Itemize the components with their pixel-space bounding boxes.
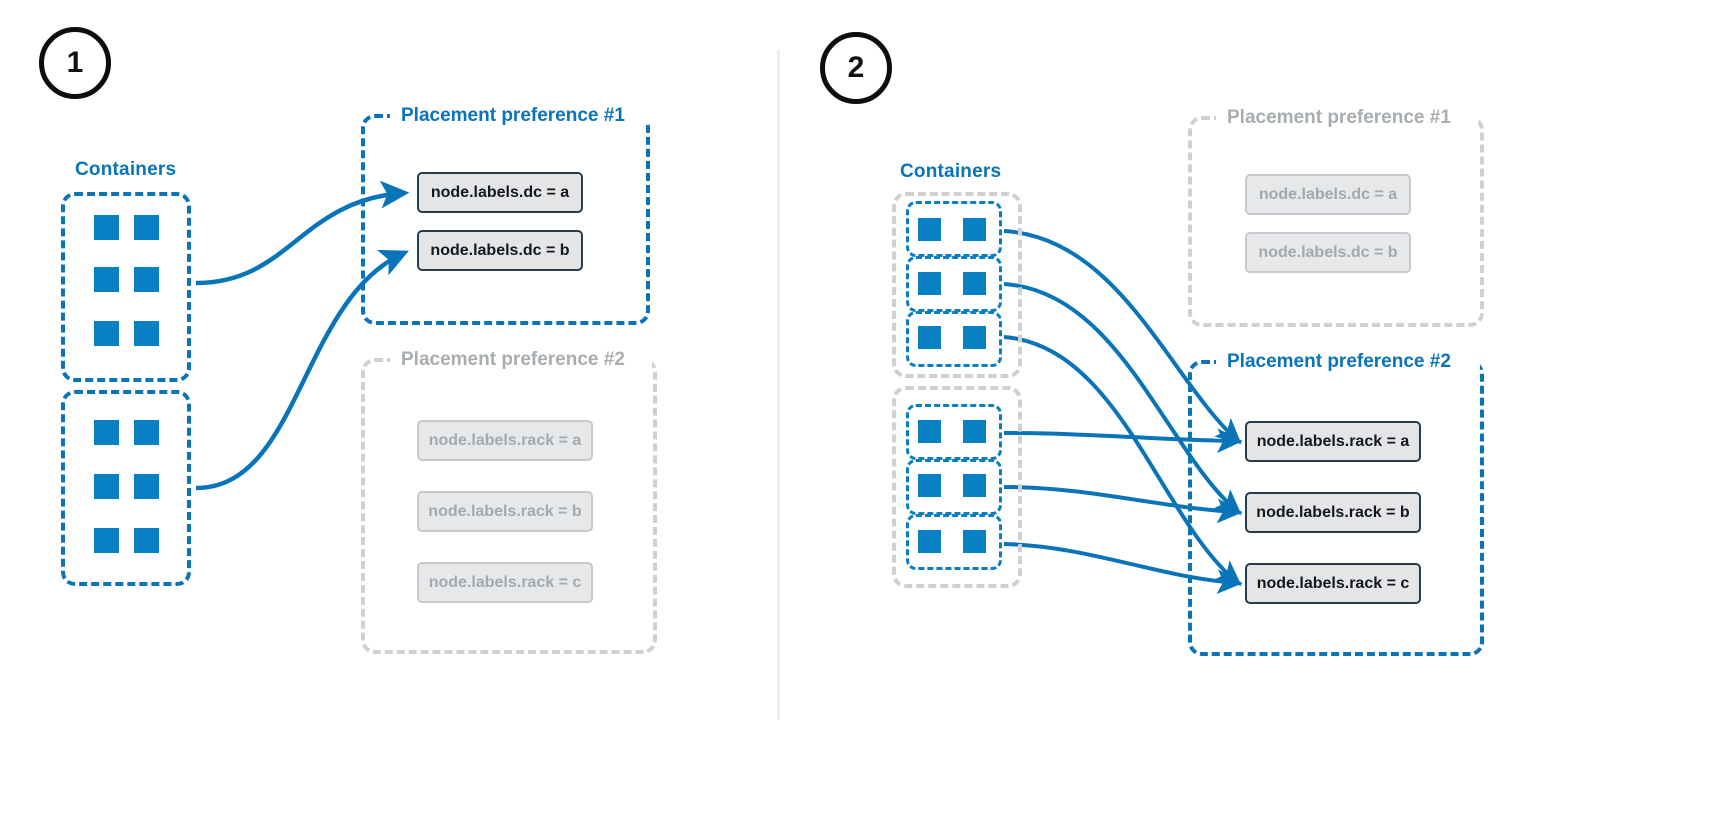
panel-2-chip-dc-b[interactable]: node.labels.dc = b [1245, 232, 1411, 273]
container-square [134, 267, 159, 292]
panel-1-preference-1-box [361, 114, 650, 325]
panel-2-preference-1-box [1188, 116, 1484, 327]
panel-2-preference-1-title: Placement preference #1 [1227, 107, 1451, 128]
container-square [918, 218, 941, 241]
panel-2-chip-rack-c[interactable]: node.labels.rack = c [1245, 563, 1421, 604]
container-square [134, 528, 159, 553]
container-square [94, 321, 119, 346]
container-square [963, 420, 986, 443]
step-badge-1-label: 1 [66, 46, 84, 79]
container-square [963, 326, 986, 349]
panel-2-preference-2-title-gap [1216, 352, 1480, 370]
panel-1-preference-2-title-gap [390, 350, 652, 368]
panel-1-preference-1-title: Placement preference #1 [401, 105, 625, 126]
container-square [963, 474, 986, 497]
panel-2-chip-rack-b[interactable]: node.labels.rack = b [1245, 492, 1421, 533]
container-square [134, 420, 159, 445]
panel-2-preference-2-title: Placement preference #2 [1227, 351, 1451, 372]
panel-2-container-row-3 [906, 311, 1002, 367]
step-badge-2: 2 [820, 32, 892, 104]
container-square [94, 267, 119, 292]
container-square [134, 474, 159, 499]
panel-1-chip-dc-b[interactable]: node.labels.dc = b [417, 230, 583, 271]
container-square [918, 326, 941, 349]
container-square [963, 530, 986, 553]
panel-2-container-row-2 [906, 256, 1002, 312]
panel-divider [777, 50, 780, 720]
panel-1-preference-2-title: Placement preference #2 [401, 349, 625, 370]
container-square [963, 272, 986, 295]
panel-2-containers-label: Containers [900, 161, 1002, 182]
panel-1-chip-rack-c[interactable]: node.labels.rack = c [417, 562, 593, 603]
panel-2-container-group-2 [892, 386, 1022, 588]
container-square [918, 474, 941, 497]
panel-2-preference-1-title-gap [1216, 108, 1478, 126]
panel-2-container-row-1 [906, 201, 1002, 257]
panel-2-container-row-5 [906, 459, 1002, 515]
panel-2-container-group-1 [892, 192, 1022, 378]
panel-2-chip-dc-a[interactable]: node.labels.dc = a [1245, 174, 1411, 215]
panel-2-container-row-4 [906, 404, 1002, 460]
panel-2-chip-rack-a[interactable]: node.labels.rack = a [1245, 421, 1421, 462]
container-square [134, 215, 159, 240]
panel-1-container-group-1 [61, 192, 191, 382]
panel-2-container-row-6 [906, 514, 1002, 570]
panel-1-chip-dc-a[interactable]: node.labels.dc = a [417, 172, 583, 213]
panel-1-chip-rack-b[interactable]: node.labels.rack = b [417, 491, 593, 532]
container-square [918, 420, 941, 443]
panel-1-chip-rack-a[interactable]: node.labels.rack = a [417, 420, 593, 461]
container-square [94, 420, 119, 445]
container-square [94, 474, 119, 499]
container-square [94, 528, 119, 553]
container-square [134, 321, 159, 346]
step-badge-2-label: 2 [847, 51, 865, 84]
container-square [918, 272, 941, 295]
panel-1-preference-1-title-gap [390, 106, 648, 124]
step-badge-1: 1 [39, 27, 111, 99]
panel-1-containers-label: Containers [75, 159, 177, 180]
container-square [94, 215, 119, 240]
panel-1-container-group-2 [61, 390, 191, 586]
container-square [918, 530, 941, 553]
container-square [963, 218, 986, 241]
